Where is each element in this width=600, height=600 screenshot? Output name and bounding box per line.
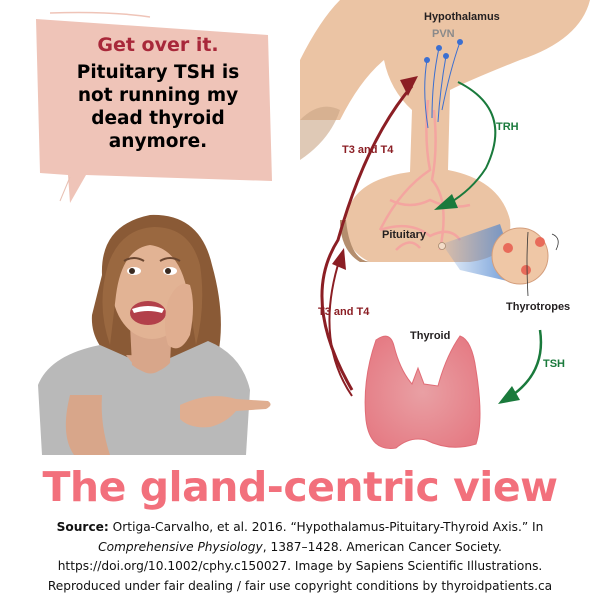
citation-line-4: Reproduced under fair dealing / fair use… xyxy=(47,578,553,593)
thyroid-gland xyxy=(364,335,481,449)
bubble-line: anymore. xyxy=(108,131,208,152)
bubble-line: dead thyroid xyxy=(91,108,225,129)
citation-line-3: https://doi.org/10.1002/cphy.c150027. Im… xyxy=(57,559,543,573)
speech-bubble-text: Get over it. Pituitary TSH is not runnin… xyxy=(44,33,272,153)
brain-tissue xyxy=(300,0,590,262)
bubble-lead-text: Get over it. xyxy=(97,34,219,56)
source-label: Source: xyxy=(56,520,109,534)
bubble-body-text: Pituitary TSH is not running my dead thy… xyxy=(44,61,272,153)
speech-bubble: Get over it. Pituitary TSH is not runnin… xyxy=(30,5,280,205)
bubble-line: not running my xyxy=(77,85,239,106)
feedback-arrow-lower xyxy=(328,257,353,397)
citation-text: , 1387–1428. American Cancer Society. xyxy=(262,539,502,554)
blood-vessels xyxy=(378,99,471,251)
journal-name: Comprehensive Physiology xyxy=(98,539,263,554)
feedback-arrow-upper xyxy=(320,85,414,391)
label-pituitary: Pituitary xyxy=(382,229,427,241)
label-pvn: PVN xyxy=(432,28,455,40)
thyrotrope-cells xyxy=(491,227,549,285)
citation-line-1: Source: Ortiga-Carvalho, et al. 2016. “H… xyxy=(20,518,580,538)
page-title: The gland-centric view xyxy=(42,463,558,511)
label-tsh: TSH xyxy=(543,358,565,370)
pvn-neurons xyxy=(424,41,461,129)
tsh-arrow xyxy=(513,329,543,395)
woman-illustration xyxy=(38,214,271,455)
trh-arrow xyxy=(447,81,497,205)
speech-bubble-shape xyxy=(36,11,272,203)
citation-text: Ortiga-Carvalho, et al. 2016. “Hypothala… xyxy=(108,520,544,534)
source-citation: Source: Ortiga-Carvalho, et al. 2016. “H… xyxy=(20,518,580,596)
label-thyroid: Thyroid xyxy=(410,330,451,342)
bubble-line: Pituitary TSH is xyxy=(76,62,240,83)
label-hypothalamus: Hypothalamus xyxy=(424,11,500,23)
label-t3-t4-upper: T3 and T4 xyxy=(342,144,394,156)
hpt-axis-illustration xyxy=(300,0,590,449)
hpt-axis-diagram: Hypothalamus PVN TRH T3 and T4 Pituitary… xyxy=(300,0,600,450)
label-trh: TRH xyxy=(496,121,519,133)
citation-line-2: Comprehensive Physiology, 1387–1428. Ame… xyxy=(20,538,580,558)
woman-photo xyxy=(30,205,290,455)
label-thyrotropes: Thyrotropes xyxy=(506,301,571,313)
label-t3-t4-lower: T3 and T4 xyxy=(318,306,370,318)
